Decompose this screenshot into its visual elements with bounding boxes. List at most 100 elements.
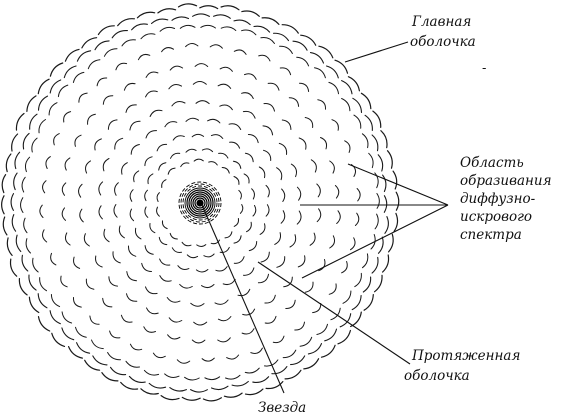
shell-scallop <box>170 233 177 239</box>
shell-scallop <box>22 255 28 271</box>
shell-scallop <box>145 157 152 166</box>
shell-scallop <box>131 145 139 155</box>
shell-scallop <box>135 228 141 239</box>
shell-scallop <box>146 287 158 294</box>
shell-scallop <box>146 131 157 138</box>
shell-scallop <box>51 295 59 307</box>
shell-scallop <box>338 331 350 344</box>
shell-scallop <box>10 259 16 276</box>
shell-scallop <box>268 83 279 90</box>
shell-scallop <box>209 162 218 165</box>
shell-scallop <box>49 103 57 115</box>
shell-scallop <box>24 218 27 233</box>
shell-scallop <box>191 390 208 392</box>
shell-scallop <box>291 164 296 177</box>
shell-scallop <box>152 19 168 23</box>
shell-scallop <box>226 375 241 379</box>
shell-scallop <box>234 219 238 227</box>
shell-scallop <box>202 358 214 361</box>
shell-scallop <box>282 120 291 130</box>
shell-scallop <box>108 353 121 360</box>
shell-scallop <box>114 205 117 218</box>
shell-scallop <box>193 82 206 85</box>
shell-scallop <box>74 257 80 268</box>
shell-scallop <box>353 98 362 112</box>
shell-scallop <box>26 239 30 253</box>
shell-scallop <box>253 206 256 217</box>
region-label-line5: спектра <box>460 227 522 243</box>
shell-scallop <box>352 296 361 310</box>
shell-scallop <box>103 298 112 307</box>
shell-scallop <box>216 267 227 271</box>
shell-scallop <box>295 322 305 330</box>
shell-scallop <box>384 196 386 213</box>
shell-scallop <box>290 235 296 247</box>
shell-scallop <box>225 232 232 238</box>
shell-scallop <box>158 9 176 13</box>
shell-scallop <box>234 257 244 264</box>
shell-scallop <box>285 370 301 379</box>
shell-scallop <box>254 26 270 32</box>
shell-scallop <box>202 285 215 288</box>
shell-scallop <box>150 224 155 233</box>
shell-scallop <box>234 50 246 54</box>
shell-scallop <box>147 308 159 314</box>
shell-scallop <box>264 150 271 160</box>
shell-scallop <box>300 337 312 346</box>
shell-scallop <box>245 74 257 80</box>
shell-scallop <box>43 230 47 242</box>
shell-scallop <box>32 138 37 152</box>
shell-scallop <box>197 245 206 247</box>
shell-scallop <box>286 300 295 308</box>
shell-scallop <box>182 242 191 245</box>
shell-scallop <box>220 67 232 71</box>
shell-scallop <box>54 134 60 145</box>
shell-scallop <box>224 393 242 397</box>
shell-scallop <box>157 193 159 202</box>
shell-scallop <box>204 254 214 257</box>
shell-scallop <box>265 295 275 303</box>
shell-scallop <box>39 96 48 110</box>
shell-scallop <box>327 66 339 78</box>
shell-scallop <box>161 396 179 400</box>
shell-scallop <box>7 238 12 256</box>
region-label-line3: диффузно- <box>460 191 536 207</box>
shell-scallop <box>43 181 46 193</box>
shell-scallop <box>61 276 67 287</box>
shell-scallop <box>246 389 263 395</box>
shell-scallop <box>95 41 109 50</box>
shell-scallop <box>273 336 284 343</box>
shell-scallop <box>92 340 104 349</box>
shell-scallop <box>149 383 165 388</box>
shell-scallop <box>218 338 231 342</box>
extended-shell-label-line1: Протяженная <box>411 348 520 364</box>
shell-scallop <box>65 49 79 61</box>
shell-scallop <box>195 64 208 67</box>
shell-scallop <box>240 205 242 214</box>
leader-main-shell <box>345 42 408 62</box>
shell-scallop <box>62 208 65 221</box>
shell-scallop <box>58 85 67 97</box>
shell-scallop <box>113 252 120 263</box>
shell-scallop <box>377 194 379 209</box>
shell-scallop <box>281 211 285 224</box>
shell-scallop <box>389 234 394 252</box>
shell-scallop <box>126 361 140 367</box>
shell-scallop <box>103 96 113 105</box>
shell-scallop <box>381 131 387 148</box>
shell-scallop <box>297 57 309 66</box>
shell-scallop <box>393 171 397 189</box>
shell-scallop <box>311 53 324 64</box>
shell-scallop <box>355 273 362 286</box>
shell-scallop <box>261 38 275 44</box>
shell-scallop <box>165 122 177 127</box>
shell-scallop <box>227 355 239 359</box>
shell-scallop <box>172 102 185 106</box>
shell-scallop <box>182 397 200 400</box>
shell-scallop <box>172 248 181 253</box>
shell-scallop <box>362 134 368 148</box>
shell-scallop <box>124 83 135 90</box>
shell-scallop <box>283 350 296 358</box>
shell-scallop <box>165 374 179 378</box>
shell-scallop <box>170 388 187 392</box>
